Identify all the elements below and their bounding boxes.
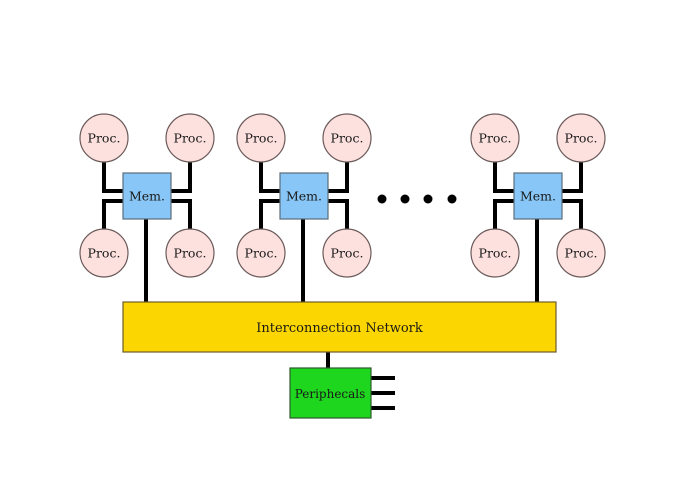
peripherals-label: Periphecals <box>295 387 366 401</box>
processor-top-right: Proc. <box>556 113 606 163</box>
memory-box <box>513 172 563 220</box>
processor-bottom-left: Proc. <box>79 228 129 278</box>
processor-circle <box>322 228 372 278</box>
ellipsis-dots <box>377 194 457 204</box>
processor-top-right: Proc. <box>165 113 215 163</box>
processor-top-left: Proc. <box>236 113 286 163</box>
ellipsis-dot <box>400 194 410 204</box>
peripherals-box <box>289 367 372 419</box>
memory-box <box>122 172 172 220</box>
processing-node: Mem. Proc. Proc. Proc. Proc. <box>470 113 606 302</box>
processor-circle <box>322 113 372 163</box>
wire-proc-bottom-left <box>102 199 123 229</box>
processor-circle <box>165 113 215 163</box>
processor-label: Proc. <box>479 246 512 261</box>
wire-proc-bottom-right <box>328 199 349 229</box>
processor-circle <box>470 113 520 163</box>
network-label: Interconnection Network <box>256 321 423 336</box>
wire-proc-top-left <box>493 162 514 193</box>
wire-proc-top-left <box>102 162 123 193</box>
wire-proc-bottom-left <box>259 199 280 229</box>
processor-circle <box>236 228 286 278</box>
processor-circle <box>79 228 129 278</box>
wire-proc-top-right <box>171 162 192 193</box>
wire-proc-top-right <box>328 162 349 193</box>
processor-circle <box>79 113 129 163</box>
ellipsis-dot <box>377 194 387 204</box>
processor-top-left: Proc. <box>470 113 520 163</box>
processor-circle <box>165 228 215 278</box>
processing-node: Mem. Proc. Proc. Proc. Proc. <box>236 113 372 302</box>
processor-bottom-right: Proc. <box>322 228 372 278</box>
processor-circle <box>556 113 606 163</box>
memory-label: Mem. <box>129 189 165 204</box>
processor-top-right: Proc. <box>322 113 372 163</box>
network-box <box>122 301 557 353</box>
interconnection-network: Interconnection Network <box>122 301 557 353</box>
peripheral-output-lines <box>371 376 395 410</box>
wire-proc-top-left <box>259 162 280 193</box>
processor-label: Proc. <box>331 246 364 261</box>
processor-label: Proc. <box>331 131 364 146</box>
memory-label: Mem. <box>286 189 322 204</box>
wire-proc-top-right <box>562 162 583 193</box>
nodes-layer: Mem. Proc. Proc. Proc. Proc. Mem. Proc. Proc. Pr… <box>79 113 606 302</box>
processor-label: Proc. <box>245 131 278 146</box>
processor-label: Proc. <box>245 246 278 261</box>
processor-bottom-left: Proc. <box>470 228 520 278</box>
wire-proc-bottom-right <box>562 199 583 229</box>
processing-node: Mem. Proc. Proc. Proc. Proc. <box>79 113 215 302</box>
processor-label: Proc. <box>174 246 207 261</box>
processor-label: Proc. <box>88 246 121 261</box>
processor-label: Proc. <box>88 131 121 146</box>
processor-circle <box>236 113 286 163</box>
processor-bottom-right: Proc. <box>165 228 215 278</box>
processor-top-left: Proc. <box>79 113 129 163</box>
memory-box <box>279 172 329 220</box>
processor-bottom-left: Proc. <box>236 228 286 278</box>
ellipsis-dot <box>423 194 433 204</box>
wire-proc-bottom-left <box>493 199 514 229</box>
processor-circle <box>470 228 520 278</box>
processor-label: Proc. <box>565 131 598 146</box>
processor-label: Proc. <box>174 131 207 146</box>
ellipsis-dot <box>447 194 457 204</box>
peripherals: Periphecals <box>289 367 395 419</box>
memory-label: Mem. <box>520 189 556 204</box>
processor-label: Proc. <box>479 131 512 146</box>
processor-bottom-right: Proc. <box>556 228 606 278</box>
wire-proc-bottom-right <box>171 199 192 229</box>
processor-circle <box>556 228 606 278</box>
processor-label: Proc. <box>565 246 598 261</box>
